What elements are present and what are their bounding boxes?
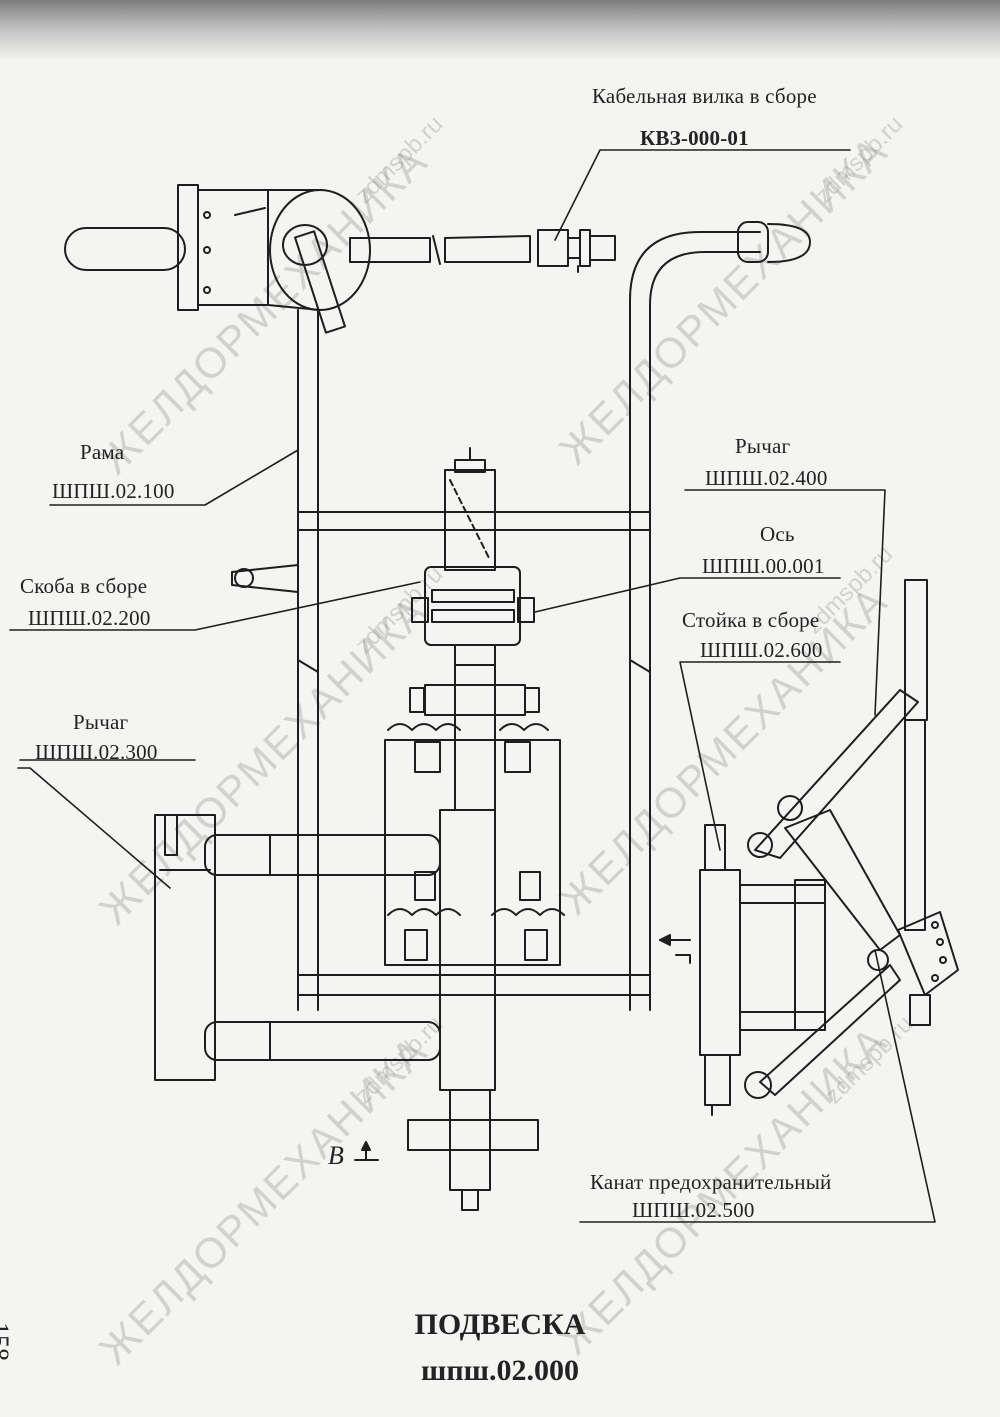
label-safety-rope-name: Канат предохранительный	[590, 1170, 832, 1194]
label-lever-400-name: Рычаг	[735, 434, 791, 458]
page-number: 158	[0, 1322, 14, 1361]
label-bracket-code: ШПШ.02.200	[28, 606, 151, 630]
label-cable-plug-code: КВЗ-000-01	[640, 126, 749, 150]
label-axis-code: ШПШ.00.001	[702, 554, 825, 578]
cable	[349, 235, 531, 265]
central-column	[384, 447, 565, 1211]
frame	[231, 221, 811, 1011]
view-mark-v: В	[328, 1141, 345, 1170]
label-cable-plug-name: Кабельная вилка в сборе	[592, 84, 817, 108]
label-frame-name: Рама	[80, 440, 125, 464]
leader-lines	[9, 149, 936, 1223]
cable-drum	[64, 184, 371, 334]
label-lever-300-code: ШПШ.02.300	[35, 740, 158, 764]
drawing-code: шпш.02.000	[421, 1354, 579, 1387]
cable-plug	[537, 229, 616, 273]
label-frame-code: ШПШ.02.100	[52, 479, 175, 503]
label-bracket-name: Скоба в сборе	[20, 574, 148, 598]
scan-shadow	[0, 0, 1000, 60]
label-safety-rope-code: ШПШ.02.500	[632, 1198, 755, 1222]
label-lever-400-code: ШПШ.02.400	[705, 466, 828, 490]
label-lever-300-name: Рычаг	[73, 710, 129, 734]
view-arrow-v	[354, 1141, 379, 1161]
lever-300	[154, 814, 441, 1081]
view-arrow-g	[659, 934, 691, 964]
label-stand-name: Стойка в сборе	[682, 608, 820, 632]
label-axis-name: Ось	[760, 522, 795, 546]
drawing-title: ПОДВЕСКА	[414, 1308, 586, 1341]
label-stand-code: ШПШ.02.600	[700, 638, 823, 662]
